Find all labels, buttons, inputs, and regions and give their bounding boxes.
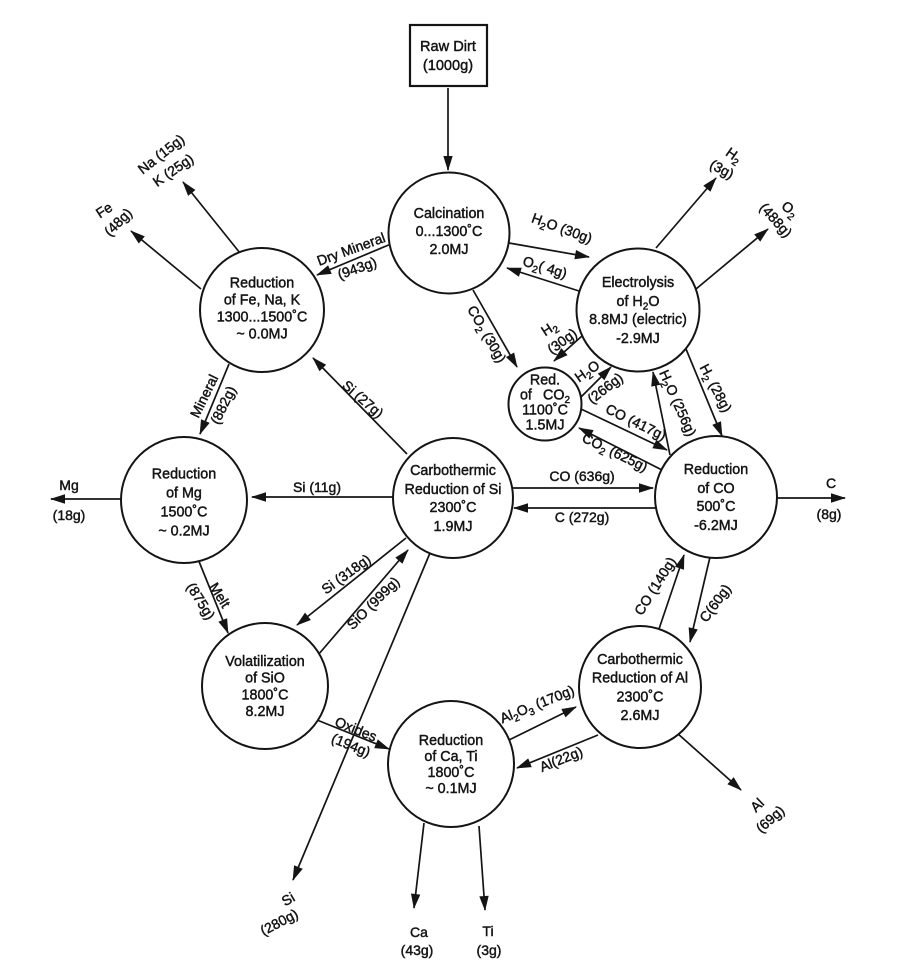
svg-text:Ca: Ca (410, 924, 428, 940)
svg-text:1800˚C: 1800˚C (428, 765, 475, 781)
svg-text:500˚C: 500˚C (697, 499, 736, 515)
svg-text:Fe: Fe (93, 199, 116, 221)
svg-text:(8g): (8g) (817, 506, 842, 522)
svg-text:of Ca, Ti: of Ca, Ti (424, 749, 477, 765)
svg-text:1800˚C: 1800˚C (242, 687, 289, 703)
svg-text:Raw Dirt: Raw Dirt (420, 39, 476, 55)
svg-text:-2.9MJ: -2.9MJ (616, 331, 660, 347)
svg-text:(1000g): (1000g) (423, 58, 473, 74)
svg-text:of CO2​: of CO2​ (520, 388, 571, 407)
svg-text:of Fe, Na, K: of Fe, Na, K (224, 293, 301, 309)
svg-text:Volatilization: Volatilization (225, 654, 305, 670)
svg-text:Reduction of Si: Reduction of Si (405, 482, 502, 498)
svg-text:(18g): (18g) (53, 507, 86, 523)
svg-text:2300˚C: 2300˚C (617, 689, 664, 705)
svg-text:Carbothermic: Carbothermic (410, 463, 496, 479)
svg-text:Reduction: Reduction (684, 462, 748, 478)
svg-text:Ti: Ti (482, 923, 493, 939)
svg-text:(3g): (3g) (477, 942, 502, 958)
svg-text:-6.2MJ: -6.2MJ (694, 518, 738, 534)
svg-text:Electrolysis: Electrolysis (602, 275, 674, 291)
svg-text:1.5MJ: 1.5MJ (526, 418, 565, 434)
svg-text:Reduction: Reduction (152, 467, 216, 483)
svg-text:Reduction: Reduction (230, 276, 294, 292)
svg-text:Red.: Red. (530, 373, 560, 389)
svg-text:~ 0.2MJ: ~ 0.2MJ (158, 524, 209, 540)
svg-text:2.0MJ: 2.0MJ (430, 242, 469, 258)
svg-text:of SiO: of SiO (245, 671, 285, 687)
svg-text:C (272g): C (272g) (555, 509, 609, 525)
svg-text:1300...1500˚C: 1300...1500˚C (217, 310, 308, 326)
svg-text:Reduction: Reduction (419, 733, 483, 749)
svg-text:Mg: Mg (59, 477, 78, 493)
svg-text:CO (636g): CO (636g) (549, 468, 614, 484)
svg-text:2300˚C: 2300˚C (430, 500, 477, 516)
svg-text:8.8MJ (electric): 8.8MJ (electric) (589, 312, 687, 328)
svg-text:1500˚C: 1500˚C (161, 505, 208, 521)
svg-text:Si (11g): Si (11g) (293, 479, 341, 495)
svg-text:1100˚C: 1100˚C (522, 403, 568, 419)
svg-text:of H2​O: of H2​O (617, 294, 660, 313)
svg-text:of CO: of CO (697, 481, 734, 497)
svg-text:1.9MJ: 1.9MJ (434, 519, 473, 535)
svg-text:C: C (826, 475, 836, 491)
svg-text:8.2MJ: 8.2MJ (246, 704, 285, 720)
svg-text:(43g): (43g) (401, 942, 434, 958)
svg-text:2.6MJ: 2.6MJ (621, 708, 660, 724)
svg-text:Calcination: Calcination (414, 206, 485, 222)
svg-text:of Mg: of Mg (166, 486, 202, 502)
svg-text:~ 0.1MJ: ~ 0.1MJ (425, 781, 476, 797)
svg-text:Carbothermic: Carbothermic (597, 652, 683, 668)
svg-text:0...1300˚C: 0...1300˚C (416, 224, 483, 240)
svg-text:~ 0.0MJ: ~ 0.0MJ (236, 327, 287, 343)
svg-text:Reduction of Al: Reduction of Al (592, 671, 688, 687)
